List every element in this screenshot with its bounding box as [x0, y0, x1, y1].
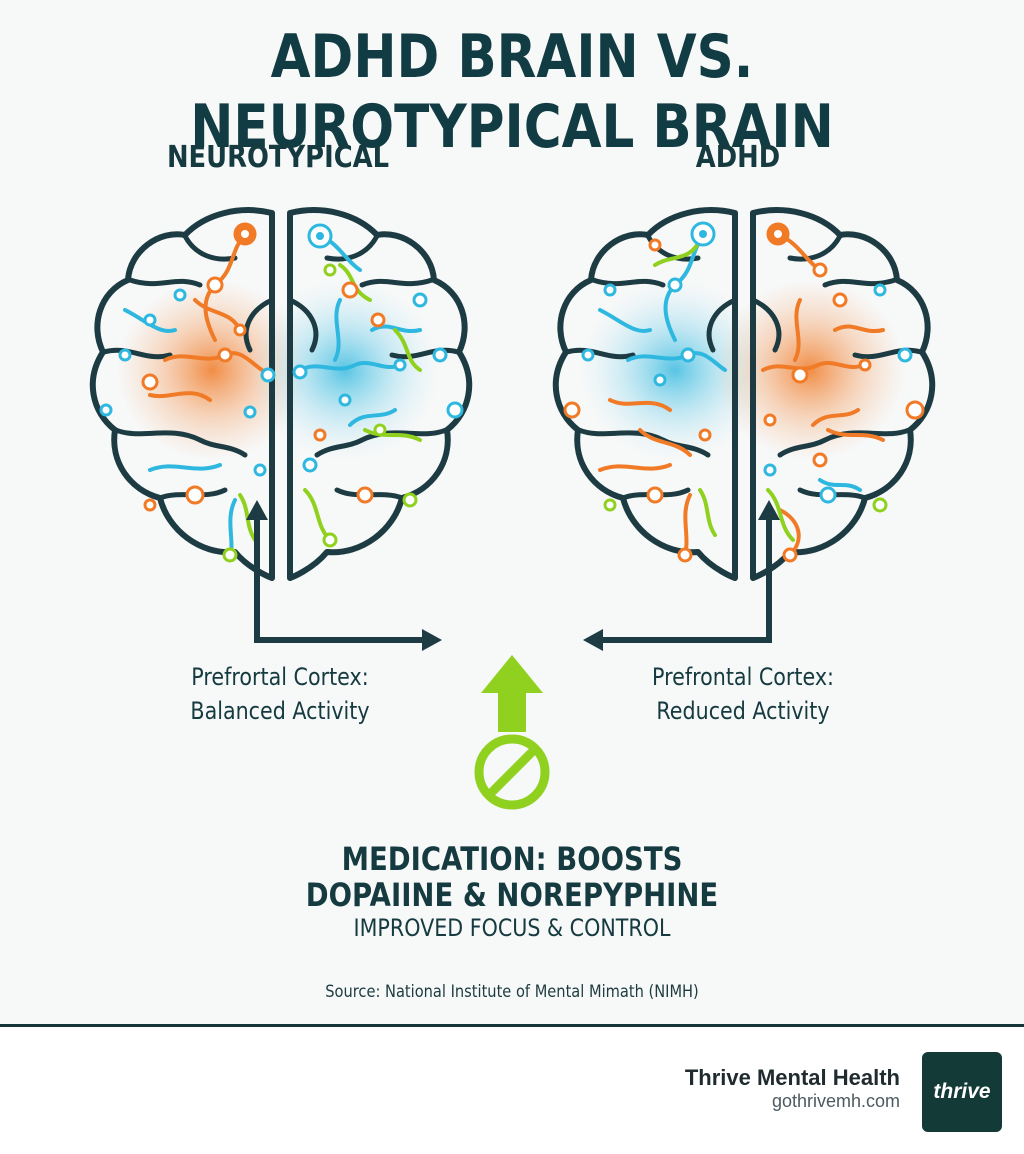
neuron-nodes: [563, 221, 925, 563]
orange-activity-glow: [117, 280, 307, 460]
right-hemisphere-outline: [750, 207, 936, 581]
left-arrowhead-right: [422, 629, 442, 651]
right-arrowhead-up: [758, 500, 780, 520]
medication-benefit: IMPROVED FOCUS & CONTROL: [353, 914, 671, 942]
right-connector-arrow: [600, 512, 772, 643]
adhd-caption: Prefrontal Cortex: Reduced Activity: [588, 660, 898, 728]
up-arrow-icon: [481, 655, 543, 720]
right-hemisphere-outline: [287, 207, 473, 581]
left-arrowhead-up: [246, 500, 268, 520]
footer-divider: [0, 1024, 1024, 1027]
source-citation: Source: National Institute of Mental Mim…: [325, 982, 699, 1002]
medication-subheading: DOPAIINE & NOREPYPHINE: [305, 876, 719, 914]
neuron-nodes: [99, 222, 464, 563]
page-title: ADHD BRAIN VS. NEUROTYPICAL BRAIN: [190, 22, 834, 162]
brand-url-link[interactable]: gothrivemh.com: [771, 1091, 900, 1111]
caption-detail: Balanced Activity: [190, 697, 370, 725]
sulci-lines: [101, 233, 461, 501]
right-arrowhead-left: [583, 629, 603, 651]
orange-activity-glow: [715, 280, 905, 460]
adhd-brain: [552, 207, 936, 581]
brain-comparison-diagram: [89, 207, 936, 810]
caption-detail: Reduced Activity: [656, 697, 830, 725]
adhd-heading: ADHD: [695, 140, 781, 175]
neurotypical-brain: [89, 207, 473, 581]
left-connector-arrow: [254, 512, 425, 643]
left-hemisphere-outline: [89, 207, 275, 581]
neurotypical-caption: Prefrortal Cortex: Balanced Activity: [125, 660, 435, 728]
brand-name: Thrive Mental Health: [684, 1065, 900, 1090]
footer: [0, 1027, 1024, 1154]
neurotypical-heading: NEUROTYPICAL: [166, 140, 390, 175]
caption-title: Prefrortal Cortex:: [191, 663, 369, 691]
medication-heading: MEDICATION: BOOSTS: [341, 840, 683, 878]
thrive-logo: thrive: [922, 1052, 1002, 1132]
logo-text: thrive: [933, 1080, 991, 1103]
caption-title: Prefrontal Cortex:: [652, 663, 834, 691]
no-sign-icon: [474, 718, 550, 810]
